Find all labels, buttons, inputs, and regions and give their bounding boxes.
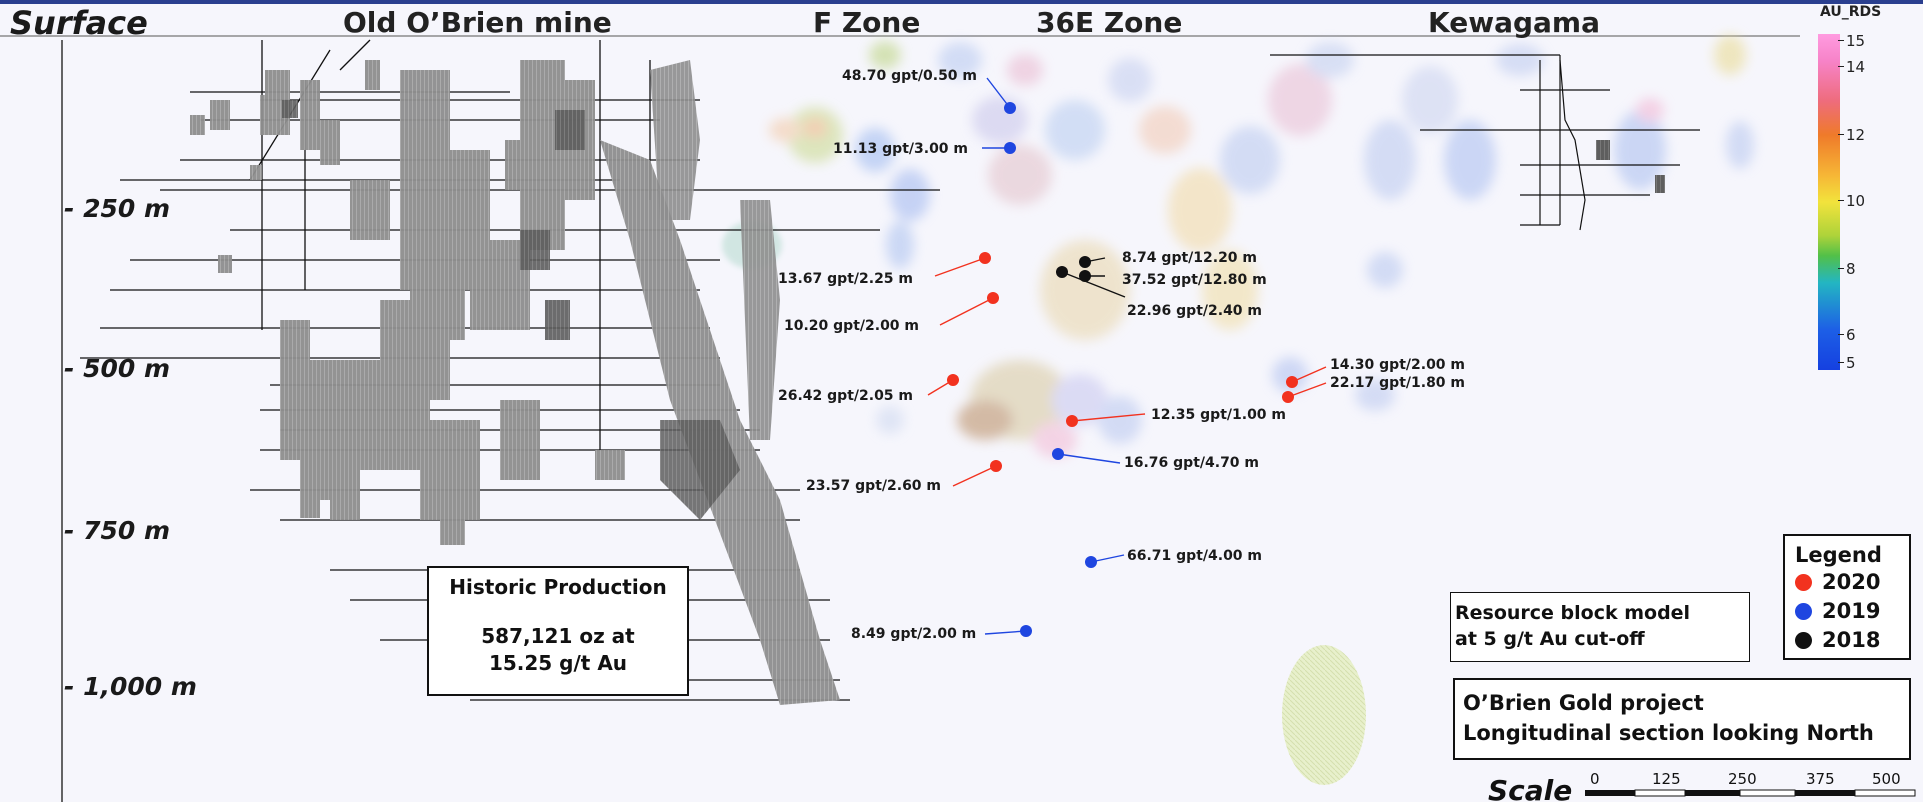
leader-line <box>1057 453 1121 464</box>
scale-tick-375: 375 <box>1806 770 1835 788</box>
surface-label: Surface <box>10 4 148 42</box>
drill-intercept-point <box>990 460 1002 472</box>
scale-bar <box>1585 789 1916 797</box>
drill-intercept-point <box>1056 266 1068 278</box>
intercept-label: 14.30 gpt/2.00 m <box>1330 357 1466 373</box>
zone-f: F Zone <box>813 6 921 39</box>
leader-line <box>939 297 994 326</box>
historic-production-box: Historic Production 587,121 oz at 15.25 … <box>427 566 689 696</box>
project-title-line2: Longitudinal section looking North <box>1463 721 1874 745</box>
colorbar-tick-14: 14 <box>1837 58 1866 76</box>
intercept-label: 8.74 gpt/12.20 m <box>1122 250 1258 266</box>
legend-label-2019: 2019 <box>1822 599 1881 623</box>
legend-title: Legend <box>1795 543 1882 567</box>
depth-500: - 500 m <box>64 354 171 383</box>
leader-line <box>1291 366 1327 383</box>
drill-intercept-point <box>1286 376 1298 388</box>
drill-intercept-point <box>979 252 991 264</box>
zone-old-obrien: Old O’Brien mine <box>343 6 612 39</box>
zone-36e: 36E Zone <box>1036 6 1183 39</box>
intercept-label: 11.13 gpt/3.00 m <box>833 141 969 157</box>
intercept-label: 22.17 gpt/1.80 m <box>1330 375 1466 391</box>
intercept-label: 48.70 gpt/0.50 m <box>842 68 978 84</box>
leader-line <box>934 257 986 277</box>
legend-label-2020: 2020 <box>1822 570 1881 594</box>
scale-tick-0: 0 <box>1590 770 1600 788</box>
kewagama-ore <box>1596 140 1610 160</box>
colorbar <box>1818 34 1840 370</box>
drill-intercept-point <box>1079 256 1091 268</box>
intercept-label: 13.67 gpt/2.25 m <box>778 271 914 287</box>
legend-label-2018: 2018 <box>1822 628 1881 652</box>
project-title-line1: O’Brien Gold project <box>1463 691 1704 715</box>
depth-1000: - 1,000 m <box>64 672 197 701</box>
intercept-label: 10.20 gpt/2.00 m <box>784 318 920 334</box>
intercept-label: 8.49 gpt/2.00 m <box>851 626 977 642</box>
historic-production-title: Historic Production <box>449 575 667 599</box>
legend-dot-2018 <box>1795 632 1812 649</box>
drill-intercept-point <box>1004 102 1016 114</box>
leader-line <box>1071 413 1146 422</box>
resource-model-line1: Resource block model <box>1455 602 1691 624</box>
drill-intercept-point <box>987 292 999 304</box>
intercept-label: 23.57 gpt/2.60 m <box>806 478 942 494</box>
depth-250: - 250 m <box>64 194 171 223</box>
mine-workings <box>80 39 940 705</box>
colorbar-tick-6: 6 <box>1838 326 1856 344</box>
drill-intercept-point <box>1052 448 1064 460</box>
legend-item-2018: 2018 <box>1795 626 1909 655</box>
leader-line <box>1287 382 1327 398</box>
resource-block-model <box>769 35 1754 458</box>
legend-item-2020: 2020 <box>1795 568 1909 597</box>
scale-tick-125: 125 <box>1652 770 1681 788</box>
scale-label: Scale <box>1488 774 1573 802</box>
scale-tick-500: 500 <box>1872 770 1901 788</box>
legend-dot-2020 <box>1795 574 1812 591</box>
intercept-label: 12.35 gpt/1.00 m <box>1151 407 1287 423</box>
leader-line <box>984 630 1027 635</box>
top-border <box>0 0 1923 4</box>
drill-intercept-point <box>1020 625 1032 637</box>
colorbar-tick-5: 5 <box>1838 354 1856 372</box>
legend-item-2019: 2019 <box>1795 597 1909 626</box>
resource-model-box: Resource block model at 5 g/t Au cut-off <box>1450 592 1750 662</box>
intercept-label: 26.42 gpt/2.05 m <box>778 388 914 404</box>
scale-tick-250: 250 <box>1728 770 1757 788</box>
deep-green-zone <box>1282 645 1366 785</box>
leader-line <box>986 77 1011 109</box>
historic-production-grade: 15.25 g/t Au <box>488 651 628 675</box>
kewagama-ore-2 <box>1655 175 1665 193</box>
zone-kewagama: Kewagama <box>1428 6 1600 39</box>
drill-intercept-point <box>1085 556 1097 568</box>
leader-line <box>952 465 997 487</box>
drill-intercept-point <box>1079 270 1091 282</box>
drill-intercept-point <box>947 374 959 386</box>
resource-model-line2: at 5 g/t Au cut-off <box>1455 628 1645 650</box>
project-title-box: O’Brien Gold project Longitudinal sectio… <box>1453 678 1911 760</box>
historic-production-ounces: 587,121 oz at <box>481 624 635 648</box>
leader-line <box>1061 271 1126 298</box>
colorbar-tick-15: 15 <box>1837 32 1866 50</box>
intercept-label: 16.76 gpt/4.70 m <box>1124 455 1260 471</box>
colorbar-tick-12: 12 <box>1837 126 1866 144</box>
drill-intercept-point <box>1282 391 1294 403</box>
depth-750: - 750 m <box>64 516 171 545</box>
intercept-points <box>947 102 1298 637</box>
drill-intercept-point <box>1066 415 1078 427</box>
intercept-label: 22.96 gpt/2.40 m <box>1127 303 1263 319</box>
colorbar-title: AU_RDS <box>1820 4 1882 20</box>
colorbar-tick-10: 10 <box>1837 192 1866 210</box>
legend-dot-2019 <box>1795 603 1812 620</box>
drill-intercept-point <box>1004 142 1016 154</box>
intercept-label: 37.52 gpt/12.80 m <box>1122 272 1267 288</box>
legend: Legend 2020 2019 2018 <box>1783 534 1911 660</box>
intercept-label: 66.71 gpt/4.00 m <box>1127 548 1263 564</box>
colorbar-tick-8: 8 <box>1838 260 1856 278</box>
kewagama-workings <box>1270 54 1700 231</box>
